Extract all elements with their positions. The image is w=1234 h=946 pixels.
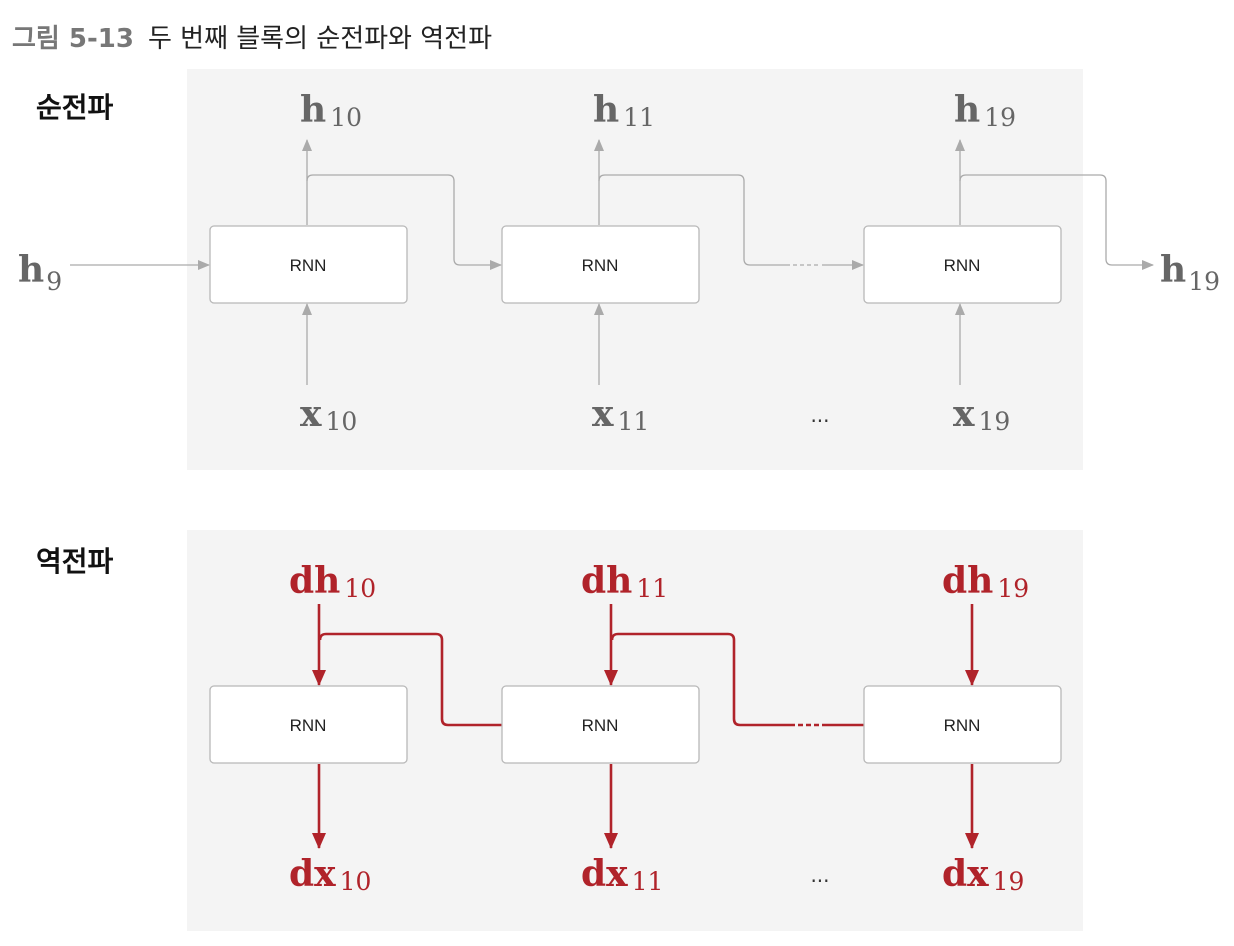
- forward-ellipsis: ...: [810, 403, 829, 427]
- recurrent-grad-2: [610, 632, 790, 727]
- recurrent-arrow-1: [306, 174, 502, 270]
- svg-text:RNN: RNN: [290, 256, 327, 275]
- h-in-label: h9: [18, 249, 62, 296]
- rnn-cell-forward-1: RNN: [209, 225, 408, 304]
- svg-text:RNN: RNN: [944, 716, 981, 735]
- rnn-cell-backward-2: RNN: [501, 685, 700, 764]
- h-out-label: h19: [1160, 249, 1220, 296]
- rnn-cell-backward-3: RNN: [863, 685, 1062, 764]
- recurrent-line-2: [598, 174, 786, 266]
- figure-number: 그림 5-13: [12, 24, 134, 54]
- backward-ellipsis: ...: [810, 863, 829, 887]
- figure-title: 두 번째 블록의 순전파와 역전파: [147, 24, 492, 54]
- svg-text:RNN: RNN: [582, 716, 619, 735]
- rnn-cell-forward-2: RNN: [501, 225, 700, 304]
- figure-caption: 그림 5-13 두 번째 블록의 순전파와 역전파: [12, 18, 492, 55]
- forward-section-label: 순전파: [36, 91, 114, 124]
- svg-text:RNN: RNN: [582, 256, 619, 275]
- rnn-cell-backward-1: RNN: [209, 685, 408, 764]
- recurrent-grad-1: [318, 632, 502, 727]
- rnn-cell-forward-3: RNN: [863, 225, 1062, 304]
- backward-section-label: 역전파: [36, 545, 114, 578]
- h-last-arrow: [959, 174, 1154, 270]
- svg-text:RNN: RNN: [290, 716, 327, 735]
- svg-text:RNN: RNN: [944, 256, 981, 275]
